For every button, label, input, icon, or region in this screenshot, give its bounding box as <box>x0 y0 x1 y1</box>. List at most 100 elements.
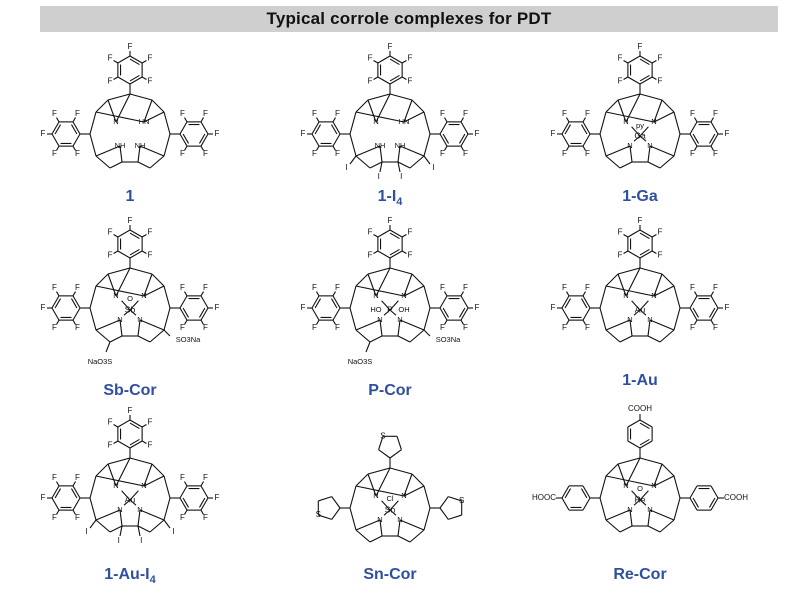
macrocycle-bond <box>659 155 675 169</box>
coordination-bond <box>389 509 397 516</box>
aryl-double-bond <box>182 307 190 318</box>
macrocycle-bond <box>355 273 369 287</box>
aryl-double-bond <box>442 307 450 318</box>
macrocycle-bond <box>639 267 663 275</box>
c-f-bond <box>113 250 119 254</box>
pyrrole-bond <box>399 145 425 157</box>
aryl-bond <box>689 497 698 511</box>
pyrrole-bond <box>143 463 153 487</box>
fluorine-atom: F <box>690 109 695 118</box>
fluorine-atom: F <box>407 54 412 63</box>
macrocycle-bond <box>163 497 171 521</box>
c-f-bond <box>141 60 147 64</box>
fluorine-atom: F <box>203 149 208 158</box>
macrocycle-bond <box>89 133 97 157</box>
c-f-bond <box>200 291 204 297</box>
nitrogen-atom: N <box>627 315 632 324</box>
fluorine-atom: F <box>203 323 208 332</box>
nitrogen-atom: N <box>647 141 652 150</box>
aryl-double-bond <box>389 74 400 82</box>
aryl-bond <box>72 121 81 135</box>
nitrogen-atom: N <box>117 315 122 324</box>
fluorine-atom: F <box>180 323 185 332</box>
pyrrole-bond <box>399 319 425 331</box>
coordination-bond <box>381 500 391 511</box>
pyrrole-bond <box>649 509 675 521</box>
pyrrole-bond <box>367 99 377 123</box>
macrocycle-bond <box>605 463 619 477</box>
coordination-bond <box>123 499 131 506</box>
macrocycle-bond <box>673 133 681 157</box>
nitrogen-atom: N <box>401 291 406 300</box>
c-f-bond <box>651 234 657 238</box>
fluorine-atom: F <box>440 149 445 158</box>
aryl-double-bond <box>708 497 716 508</box>
hydroxyl-group: OH <box>398 305 409 314</box>
fluorine-atom: F <box>335 323 340 332</box>
fluorine-atom: F <box>312 323 317 332</box>
macrocycle-bond <box>411 273 425 287</box>
pyrrole-bond <box>115 457 131 487</box>
coordination-bond <box>639 135 647 142</box>
macrocycle-bond <box>605 329 621 343</box>
caption-1-i4: 1-I4 <box>377 188 403 209</box>
macrocycle-bond <box>369 335 383 343</box>
c-f-bond <box>332 291 336 297</box>
structure-sb-cor: NNNNSbONaO3SSO3NaFFFFFFFFFFFFFFF <box>41 216 220 366</box>
pyrrole-bond <box>95 475 145 487</box>
nitrogen-atom: HN <box>399 117 410 126</box>
pyrrole-bond <box>95 285 145 297</box>
aryl-bond <box>129 55 143 64</box>
aryl-bond <box>51 295 60 309</box>
aryl-bond <box>377 55 391 64</box>
aryl-bond <box>200 307 209 321</box>
nitrogen-atom: N <box>377 515 382 524</box>
fluorine-atom: F <box>368 228 373 237</box>
macrocycle-bond <box>129 267 153 275</box>
pyrrole-bond <box>95 145 121 157</box>
macrocycle-bond <box>109 161 123 169</box>
pyrrole-bond <box>629 145 633 163</box>
macrocycle-bond <box>617 93 641 101</box>
nitrogen-atom: NH <box>115 141 126 150</box>
aryl-bond <box>51 133 60 147</box>
fluorine-atom: F <box>147 251 152 260</box>
structure-re-cor: NNNNReOCOOHHOOCCOOH <box>532 404 748 533</box>
aryl-bond <box>627 440 641 449</box>
fluorine-atom: F <box>203 109 208 118</box>
compound-1-ga: NNNNGapyFFFFFFFFFFFFFFF <box>540 36 740 196</box>
aryl-bond <box>689 307 698 321</box>
aryl-bond <box>117 229 131 238</box>
chloro-ligand: Cl <box>386 494 393 503</box>
compound-1-au-i4: NNNNAuIIIIFFFFFFFFFFFFFFF <box>30 400 230 570</box>
macrocycle-bond <box>639 93 663 101</box>
coordination-bond <box>639 309 647 316</box>
fluorine-atom: F <box>301 129 306 138</box>
macrocycle-bond <box>95 99 109 113</box>
nitrogen-atom: N <box>137 315 142 324</box>
pyrrole-bond <box>397 319 401 337</box>
fluorine-atom: F <box>463 323 468 332</box>
thiophene-bond <box>448 496 462 502</box>
nitrogen-atom: N <box>651 291 656 300</box>
c-f-bond <box>710 145 714 151</box>
aryl-double-bond <box>564 124 572 135</box>
aryl-double-bond <box>129 58 140 66</box>
aryl-double-bond <box>639 248 650 256</box>
aryl-bond <box>439 133 448 147</box>
macrocycle-bond <box>163 111 171 135</box>
pyrrole-bond <box>653 285 675 297</box>
pyrrole-bond <box>137 509 141 527</box>
c-f-bond <box>56 319 60 325</box>
c-f-bond <box>460 291 464 297</box>
aryl-bond <box>332 121 341 135</box>
nitrogen-atom: N <box>647 315 652 324</box>
c-f-bond <box>316 319 320 325</box>
corrole-core: NNNNSbONaO3SSO3Na <box>80 258 201 366</box>
fluorine-atom: F <box>75 513 80 522</box>
c-i-bond <box>137 525 141 537</box>
pyrrole-bond <box>355 319 381 331</box>
aryl-bond <box>311 133 320 147</box>
pyrrole-bond <box>653 273 663 297</box>
